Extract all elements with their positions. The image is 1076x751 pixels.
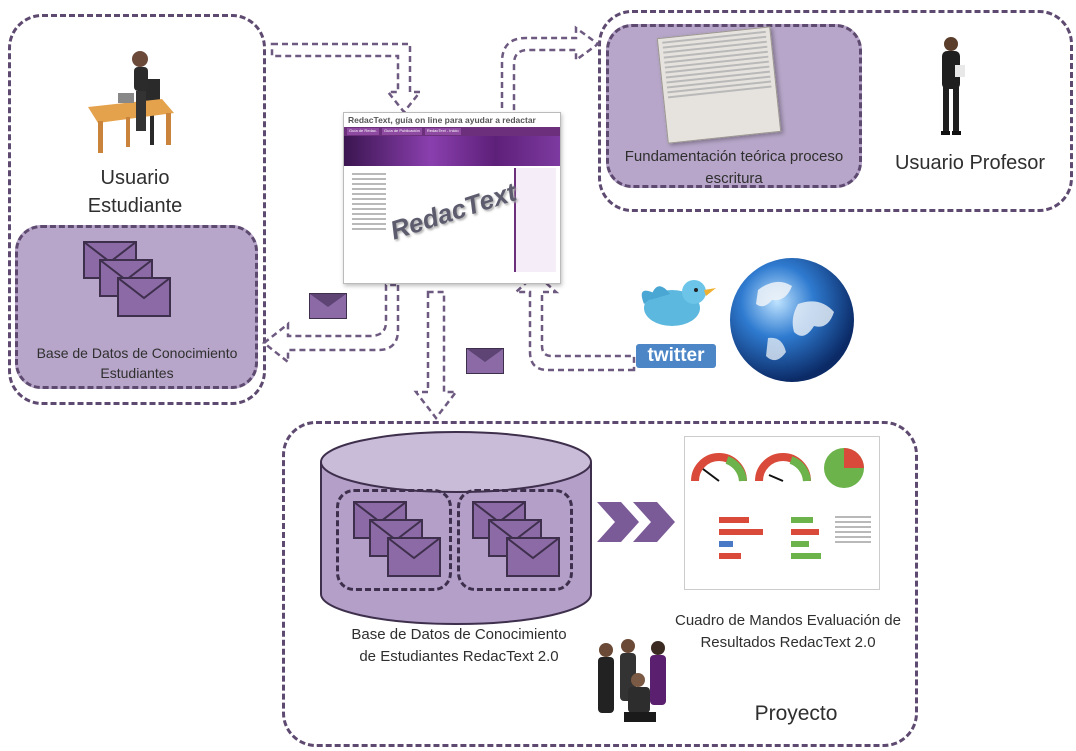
redactext-banner <box>344 136 560 166</box>
dashboard-label-line2: Resultados RedacText 2.0 <box>700 634 876 651</box>
bar-panel-icon <box>719 517 763 559</box>
student-panel <box>8 14 266 405</box>
envelope-stack-icon <box>472 501 560 577</box>
project-db-label-line1: Base de Datos de Conocimiento <box>351 626 567 643</box>
globe-icon <box>730 258 854 382</box>
teacher-icon <box>941 37 965 135</box>
project-title: Proyecto <box>754 702 838 725</box>
envelope-icon <box>466 348 504 374</box>
db-envelope-box-1 <box>336 489 452 591</box>
table-panel <box>831 513 875 573</box>
student-at-desk-icon <box>80 37 176 155</box>
redactext-tab: RedacText - Inicio <box>424 128 461 135</box>
dashboard-label-line1: Cuadro de Mandos Evaluación de <box>675 612 901 629</box>
student-db-label-line1: Base de Datos de Conocimiento <box>36 345 238 361</box>
project-panel <box>282 421 918 747</box>
redactext-logo: RedacText <box>386 176 520 246</box>
twitter-wordmark: twitter <box>636 344 716 368</box>
teacher-title: Usuario Profesor <box>894 152 1046 174</box>
business-team-icon <box>598 639 666 722</box>
twitter-bird-icon <box>641 280 716 326</box>
teacher-panel <box>598 10 1073 212</box>
redactext-tab: Guía de Publicación <box>382 128 422 135</box>
redactext-body: RedacText <box>344 166 560 276</box>
theory-doc-label: Fundamentación teórica proceso escritura <box>606 146 862 190</box>
redactext-nav: Guía de Redac. Guía de Publicación Redac… <box>344 127 560 136</box>
theory-doc-label-line2: escritura <box>705 170 763 187</box>
envelope-icon <box>309 293 347 319</box>
envelope-stack-icon <box>83 241 171 317</box>
student-title-line1: Usuario <box>100 167 170 189</box>
bar-panel-icon <box>791 517 821 559</box>
theory-doc-label-line1: Fundamentación teórica proceso <box>624 148 844 165</box>
db-envelope-box-2 <box>457 489 573 591</box>
student-db-label: Base de Datos de Conocimiento Estudiante… <box>16 343 258 383</box>
student-title-line2: Estudiante <box>87 195 183 217</box>
student-db-label-line2: Estudiantes <box>100 365 174 381</box>
dashboard-thumbnail <box>684 436 880 590</box>
redactext-header: RedacText, guía on line para ayudar a re… <box>348 115 536 125</box>
redactext-right-col <box>514 168 556 272</box>
project-db-label-line2: de Estudiantes RedacText 2.0 <box>359 648 559 665</box>
pie-icon <box>824 448 864 488</box>
redactext-sidebar <box>348 170 390 270</box>
redactext-screenshot: RedacText, guía on line para ayudar a re… <box>343 112 561 284</box>
gauge-icon <box>691 453 747 482</box>
dashboard-label: Cuadro de Mandos Evaluación de Resultado… <box>656 610 920 654</box>
envelope-stack-icon <box>353 501 441 577</box>
student-title: Usuario Estudiante <box>60 164 210 220</box>
double-chevron-icon <box>597 502 675 542</box>
project-db-label: Base de Datos de Conocimiento de Estudia… <box>318 624 600 668</box>
gauge-icon <box>755 453 811 482</box>
redactext-tab: Guía de Redac. <box>347 128 380 135</box>
